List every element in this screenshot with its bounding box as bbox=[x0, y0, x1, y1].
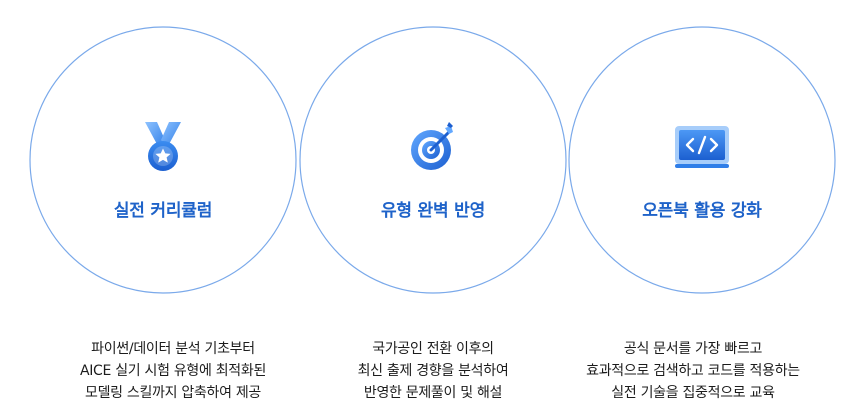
description-line: AICE 실기 시험 유형에 최적화된 bbox=[79, 363, 267, 379]
medal-icon bbox=[133, 118, 193, 178]
feature-title: 유형 완벽 반영 bbox=[380, 201, 486, 221]
feature-title: 오픈북 활용 강화 bbox=[642, 201, 762, 221]
description-line: 공식 문서를 가장 빠르고 bbox=[623, 341, 763, 357]
description-line: 반영한 문제풀이 및 해설 bbox=[363, 385, 503, 401]
code-monitor-icon bbox=[672, 118, 732, 178]
feature-description-curriculum: 파이썬/데이터 분석 기초부터 AICE 실기 시험 유형에 최적화된 모델링 … bbox=[33, 338, 313, 404]
description-line: 파이썬/데이터 분석 기초부터 bbox=[91, 341, 255, 357]
description-line: 모델링 스킬까지 압축하여 제공 bbox=[85, 385, 261, 401]
feature-title: 실전 커리큘럼 bbox=[113, 201, 213, 221]
description-line: 실전 기술을 집중적으로 교육 bbox=[611, 385, 775, 401]
description-line: 국가공인 전환 이후의 bbox=[372, 341, 494, 357]
target-icon bbox=[403, 118, 463, 178]
feature-circle-1 bbox=[29, 26, 297, 294]
feature-description-exam-types: 국가공인 전환 이후의 최신 출제 경향을 분석하여 반영한 문제풀이 및 해설 bbox=[293, 338, 573, 404]
feature-circle-2 bbox=[299, 26, 567, 294]
feature-description-open-book: 공식 문서를 가장 빠르고 효과적으로 검색하고 코드를 적용하는 실전 기술을… bbox=[553, 338, 833, 404]
description-line: 효과적으로 검색하고 코드를 적용하는 bbox=[586, 363, 800, 379]
description-line: 최신 출제 경향을 분석하여 bbox=[357, 363, 509, 379]
feature-circle-3 bbox=[568, 26, 836, 294]
